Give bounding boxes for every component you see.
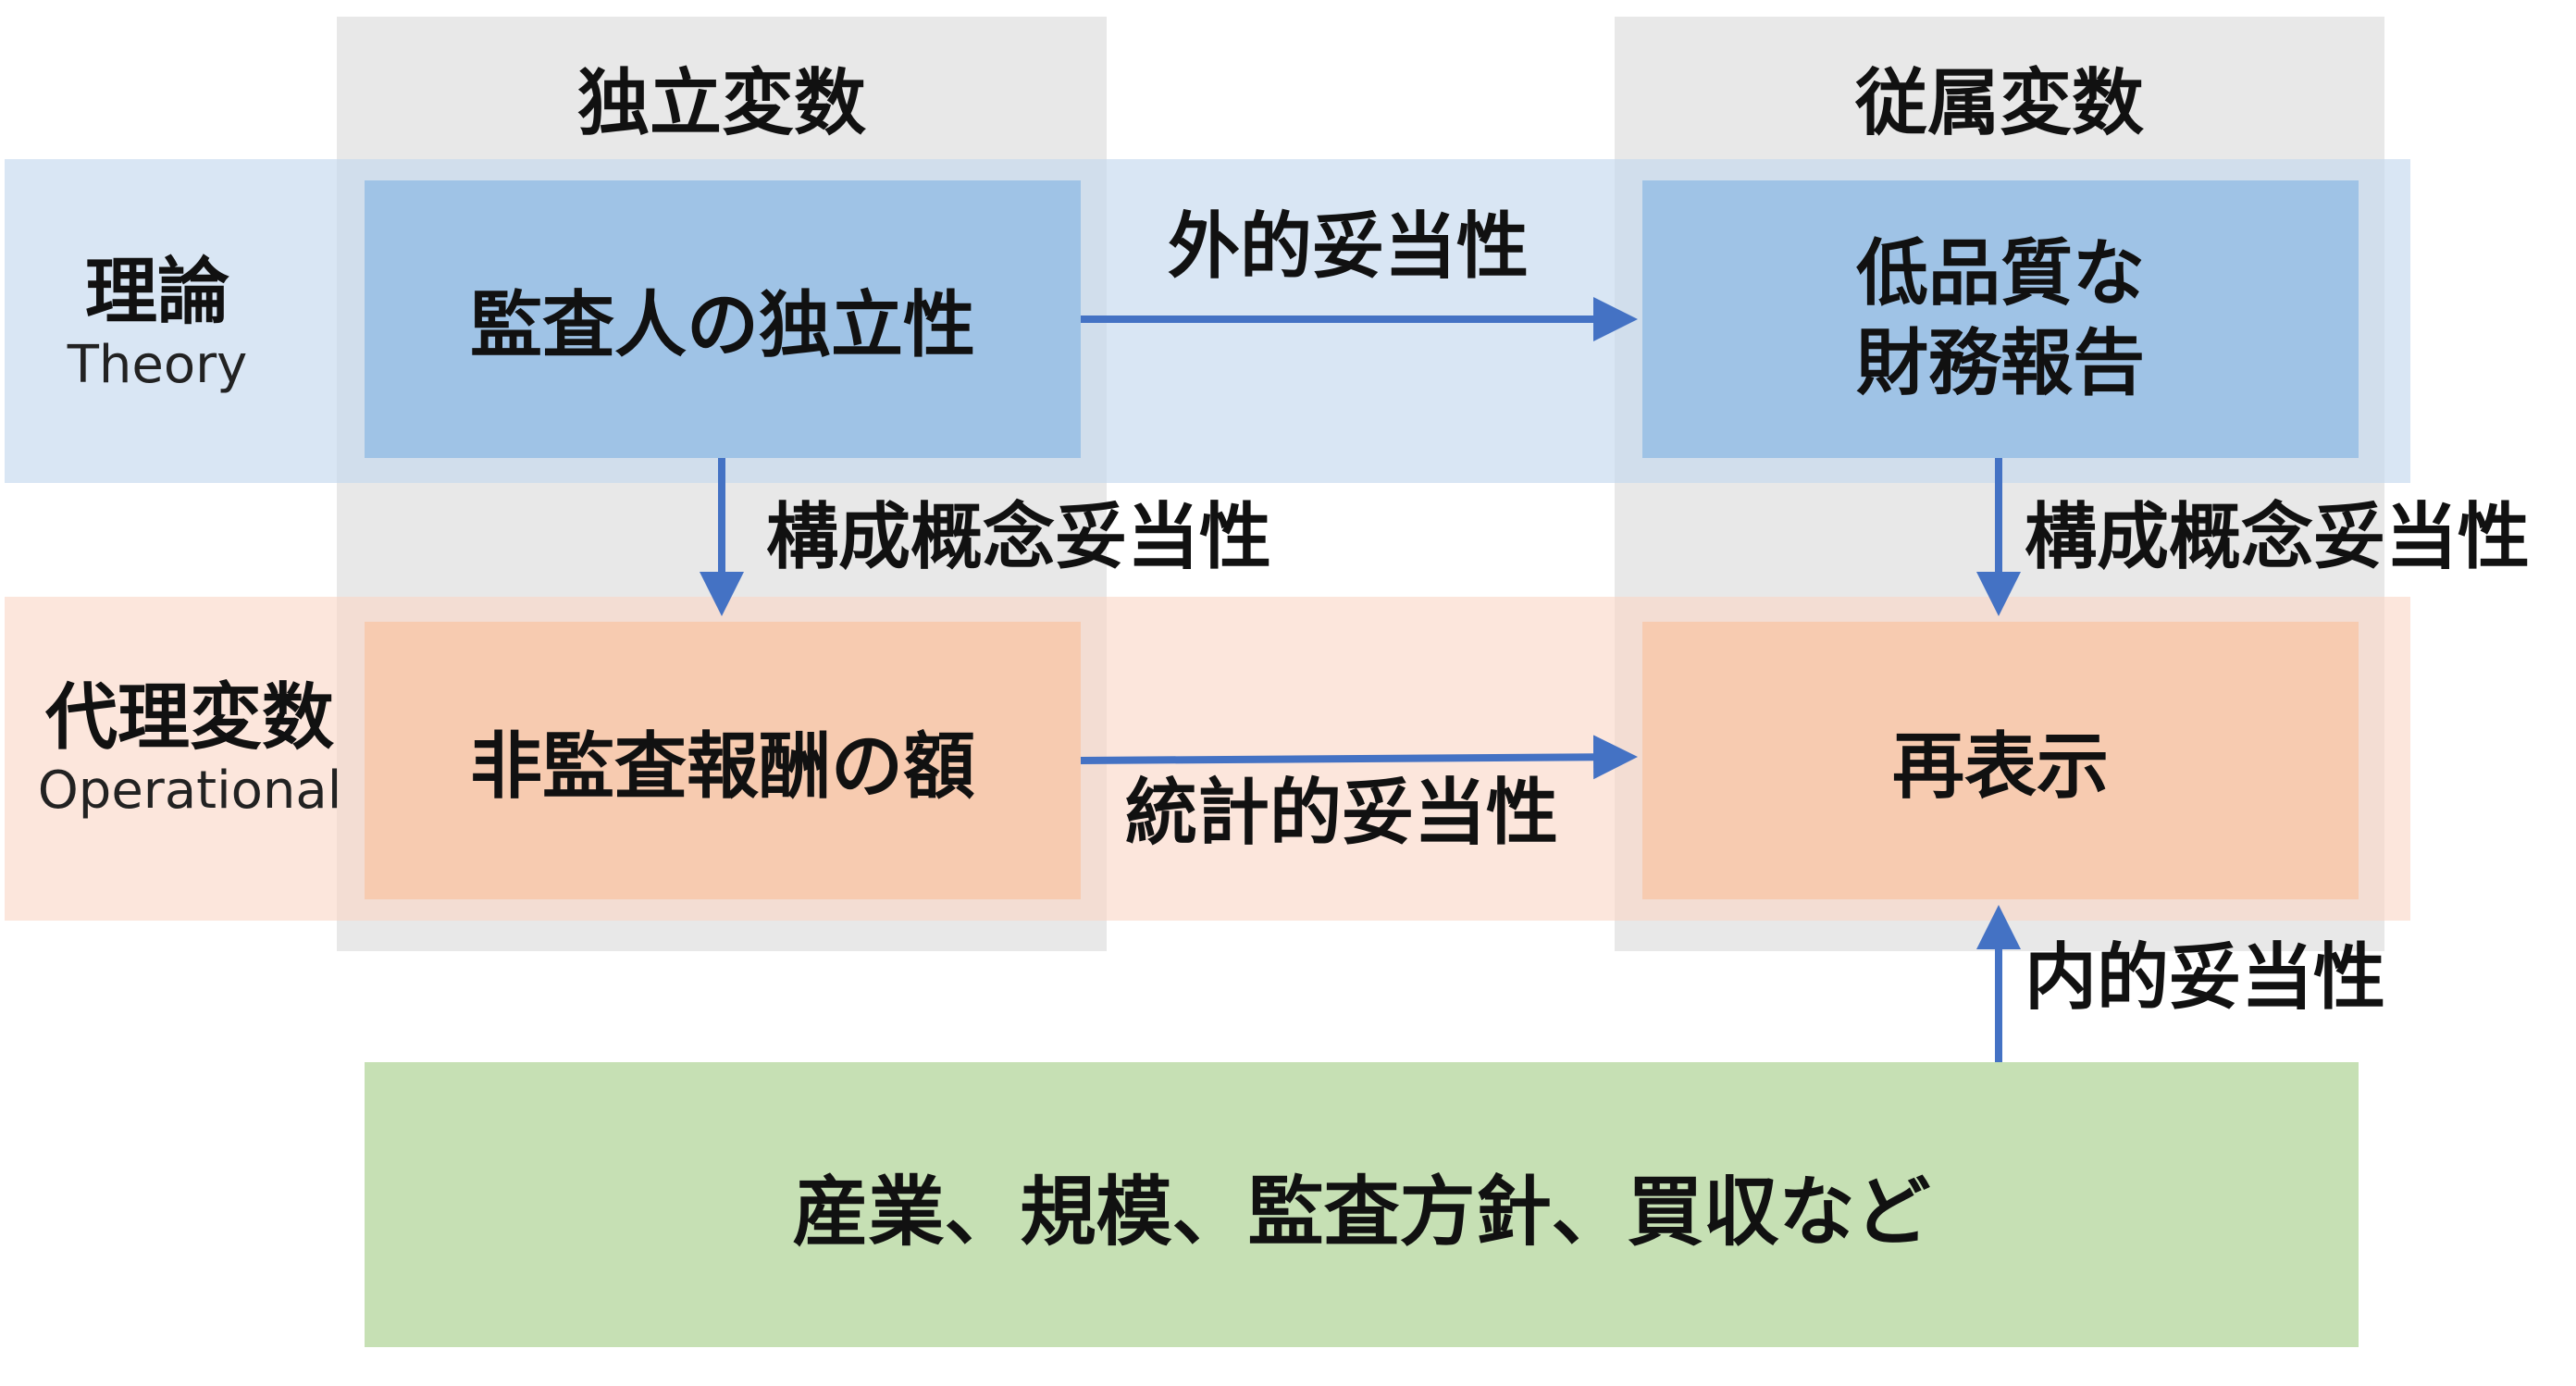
statistical-validity-label: 統計的妥当性 [1125,772,1559,855]
low-quality-reporting-line2: 財務報告 [1855,322,2145,405]
construct-validity-right-label: 構成概念妥当性 [2025,496,2531,579]
non-audit-fee-box: 非監査報酬の額 [365,622,1081,899]
operational-label: 代理変数 [44,675,334,760]
theory-label: 理論 [84,250,229,334]
auditor-independence-box: 監査人の独立性 [365,180,1081,458]
theory-row-label: 理論 Theory [9,231,305,416]
external-validity-label: 外的妥当性 [1168,205,1530,289]
dependent-variable-header: 従属変数 [1854,62,2144,145]
operational-row-label: 代理変数 Operational [9,657,370,842]
independent-variable-header: 独立変数 [576,62,866,145]
theory-sublabel: Theory [67,335,248,396]
low-quality-reporting-box: 低品質な 財務報告 [1642,180,2359,458]
construct-validity-left-label: 構成概念妥当性 [766,496,1272,579]
statistical-validity-arrow [1080,735,1638,780]
restatement-box: 再表示 [1642,622,2359,899]
internal-validity-label: 内的妥当性 [2025,936,2386,1020]
low-quality-reporting-line1: 低品質な [1855,231,2145,316]
operational-sublabel: Operational [37,761,342,822]
control-variables-box: 産業、規模、監査方針、買収など [365,1062,2359,1347]
